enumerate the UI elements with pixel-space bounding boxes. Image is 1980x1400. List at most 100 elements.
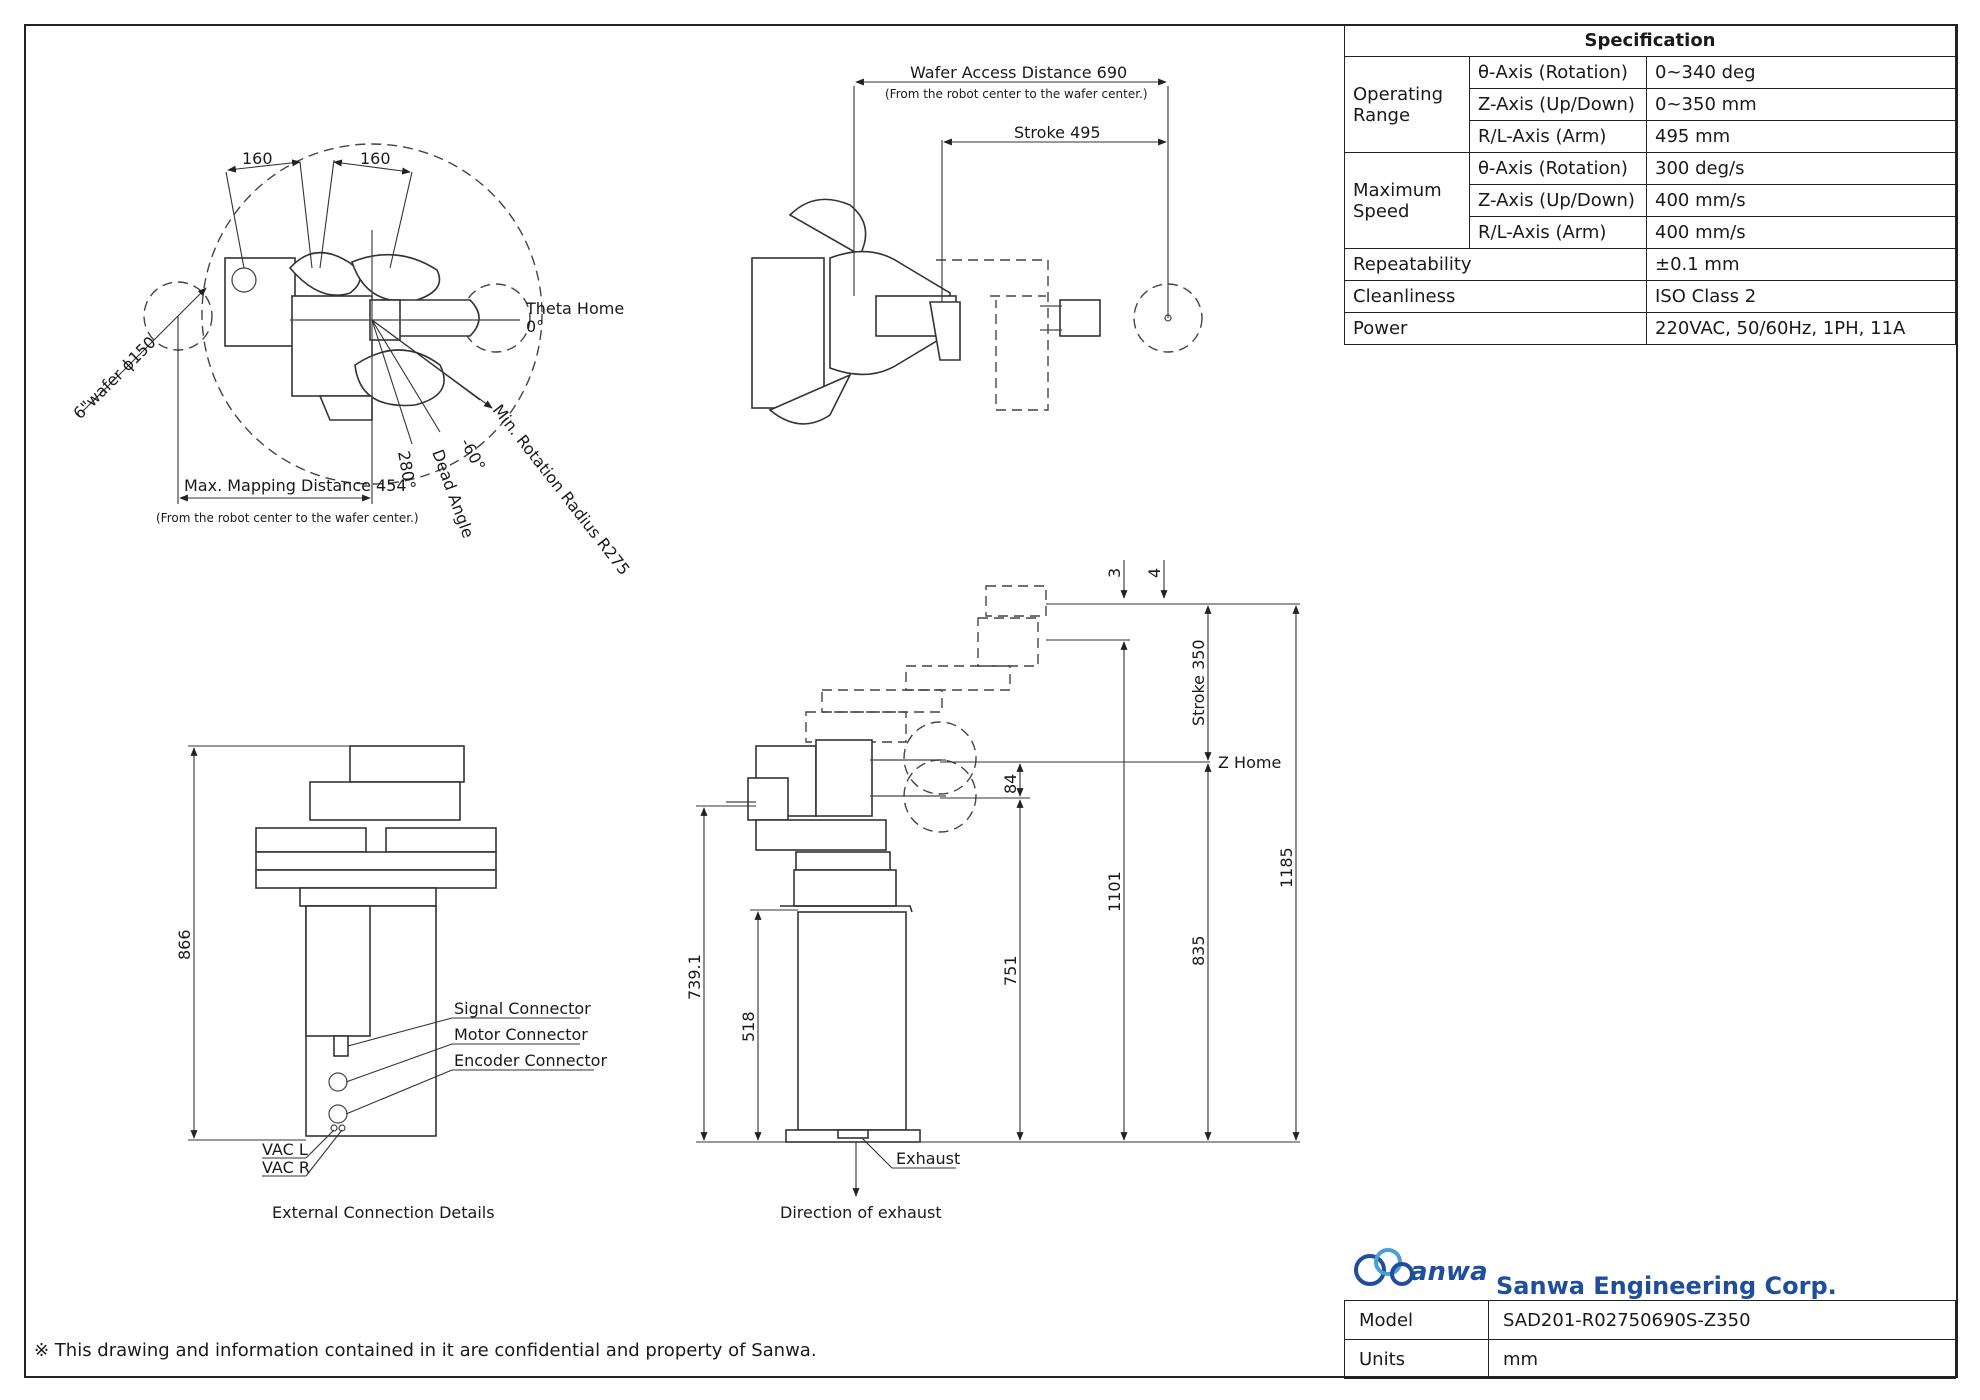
rotation-radius-circle xyxy=(201,143,543,485)
table-row: Operating Range θ-Axis (Rotation) 0~340 … xyxy=(1344,56,1956,153)
units-label: Units xyxy=(1344,1339,1489,1379)
arm-block xyxy=(815,739,873,817)
dim-ext xyxy=(389,171,413,269)
angle-neg60-label: -60° xyxy=(456,435,489,474)
hidden-arm xyxy=(821,689,943,713)
table-row: Cleanliness ISO Class 2 xyxy=(1344,280,1956,313)
flange xyxy=(793,869,897,907)
wafer-label: 6"wafer ϕ150 xyxy=(69,333,159,423)
rear-block xyxy=(747,777,789,821)
top-view-extended: Wafer Access Distance 690 (From the robo… xyxy=(751,63,1203,425)
arm-link-upper xyxy=(288,251,361,297)
hidden-wafer xyxy=(903,721,977,795)
wafer-circle-right xyxy=(461,283,531,353)
lift-plate xyxy=(795,851,891,871)
spec-group-label: Maximum Speed xyxy=(1344,152,1470,249)
spec-cleanliness-value: ISO Class 2 xyxy=(1646,280,1956,313)
dim-835: 835 xyxy=(1189,935,1208,966)
dim-1101: 1101 xyxy=(1105,871,1124,912)
stroke-label: Stroke 495 xyxy=(1014,123,1101,142)
leader-line xyxy=(305,1129,335,1159)
vac-l-label: VAC L xyxy=(262,1140,308,1159)
table-row: Maximum Speed θ-Axis (Rotation) 300 deg/… xyxy=(1344,152,1956,249)
wafer-access-label: Wafer Access Distance 690 xyxy=(910,63,1127,82)
dim-160-left: 160 xyxy=(242,149,273,168)
angle-ray xyxy=(371,319,441,433)
flange xyxy=(299,887,437,907)
table-row: Z-Axis (Up/Down) 0~350 mm xyxy=(1345,88,1956,121)
hidden-hand-top xyxy=(985,585,1047,617)
specification-table: Specification Operating Range θ-Axis (Ro… xyxy=(1344,24,1956,345)
spec-value: 0~340 deg xyxy=(1646,56,1956,89)
spec-power-label: Power xyxy=(1344,312,1647,345)
units-value: mm xyxy=(1488,1339,1956,1379)
theta-home-label: Theta Home xyxy=(525,299,624,318)
table-row: Model SAD201-R02750690S-Z350 xyxy=(1344,1300,1956,1340)
dim-160-right-line xyxy=(333,159,411,175)
drawing-sheet xyxy=(24,24,1958,1378)
spec-axis: R/L-Axis (Arm) xyxy=(1469,216,1647,249)
logo-swirl-icon xyxy=(1374,1248,1402,1276)
table-row: Power 220VAC, 50/60Hz, 1PH, 11A xyxy=(1344,312,1956,345)
support-line xyxy=(780,905,913,913)
table-row: R/L-Axis (Arm) 495 mm xyxy=(1345,120,1956,153)
leader-line xyxy=(305,1129,343,1177)
wafer-leader xyxy=(81,287,207,413)
spec-value: 400 mm/s xyxy=(1646,184,1956,217)
model-value: SAD201-R02750690S-Z350 xyxy=(1488,1300,1956,1340)
table-row: Repeatability ±0.1 mm xyxy=(1344,248,1956,281)
motor-connector-label: Motor Connector xyxy=(454,1025,588,1044)
spec-title: Specification xyxy=(1344,24,1956,57)
spec-axis: Z-Axis (Up/Down) xyxy=(1469,184,1647,217)
robot-base-block xyxy=(751,257,825,409)
dim-ext xyxy=(299,161,313,269)
max-mapping-label: Max. Mapping Distance 454 xyxy=(184,476,407,495)
top-view: 160 160 6"wafer ϕ150 Theta Home 0° 280° … xyxy=(69,143,634,579)
column-body xyxy=(797,911,907,1131)
end-effector xyxy=(1059,299,1101,337)
model-label: Model xyxy=(1344,1300,1489,1340)
arm-link-upper xyxy=(788,198,867,257)
signal-connector xyxy=(333,1035,349,1057)
theta-home-deg: 0° xyxy=(526,317,544,336)
hidden-arm-outline xyxy=(936,259,1049,411)
dim-739: 739.1 xyxy=(685,954,704,1000)
wafer-circle xyxy=(1133,283,1203,353)
spec-axis: Z-Axis (Up/Down) xyxy=(1469,88,1647,121)
dim-ext xyxy=(225,171,245,269)
leader-line xyxy=(345,1043,453,1083)
spec-value: 300 deg/s xyxy=(1646,152,1956,185)
wafer-access-note: (From the robot center to the wafer cent… xyxy=(885,87,1148,101)
direction-of-exhaust-label: Direction of exhaust xyxy=(780,1203,942,1222)
vac-l-port xyxy=(330,1124,338,1132)
spec-value: 495 mm xyxy=(1646,120,1956,153)
stroke-350-label: Stroke 350 xyxy=(1189,639,1208,726)
exhaust-port xyxy=(837,1129,869,1139)
spec-header-row: Specification xyxy=(1344,24,1956,57)
spec-group-label: Operating Range xyxy=(1344,56,1470,153)
arm-link-left xyxy=(255,827,367,853)
dim-ext xyxy=(319,159,335,269)
spec-axis: R/L-Axis (Arm) xyxy=(1469,120,1647,153)
spec-axis: θ-Axis (Rotation) xyxy=(1469,152,1647,185)
min-rotation-radius-label: Min. Rotation Radius R275 xyxy=(489,401,634,579)
arm-end xyxy=(929,301,961,361)
encoder-connector-label: Encoder Connector xyxy=(454,1051,607,1070)
arm-block xyxy=(309,781,461,821)
leader-line xyxy=(861,1137,893,1169)
signal-connector-label: Signal Connector xyxy=(454,999,591,1018)
vac-r-port xyxy=(338,1124,346,1132)
dim-3: 3 xyxy=(1105,568,1124,578)
radius-leader xyxy=(371,319,493,409)
arm-link-right xyxy=(385,827,497,853)
spec-axis: θ-Axis (Rotation) xyxy=(1469,56,1647,89)
spec-value: 400 mm/s xyxy=(1646,216,1956,249)
spec-repeatability-value: ±0.1 mm xyxy=(1646,248,1956,281)
dim-84: 84 xyxy=(1001,774,1020,794)
hidden-arm xyxy=(905,665,1011,691)
dim-751: 751 xyxy=(1001,955,1020,986)
side-view: Exhaust Direction of exhaust 739.1 518 7… xyxy=(685,560,1300,1222)
dim-160-right: 160 xyxy=(360,149,391,168)
exhaust-label: Exhaust xyxy=(896,1149,960,1168)
arm-top xyxy=(349,745,465,783)
